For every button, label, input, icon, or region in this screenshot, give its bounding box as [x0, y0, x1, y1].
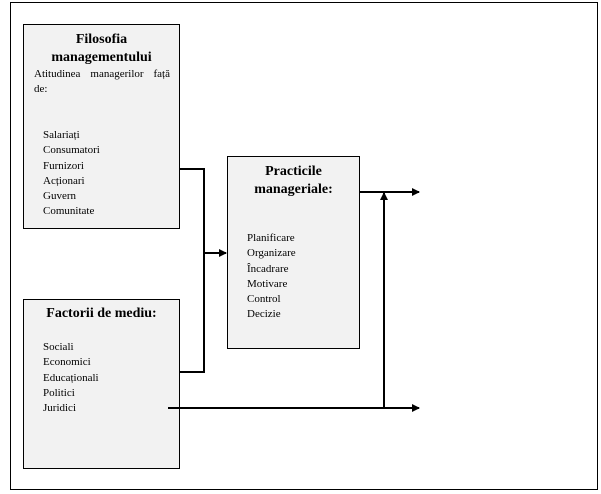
list-item: Economici — [43, 356, 91, 369]
filosofia-title: Filosofia managementului — [24, 31, 179, 67]
list-item: Motivare — [247, 277, 288, 290]
practicile-title-line2: manageriale: — [254, 182, 333, 197]
list-item: Planificare — [247, 232, 295, 244]
list-item: Guvern — [43, 190, 76, 203]
factori-list: Sociali Economici Educaționali Politici … — [43, 340, 99, 416]
factori-connector — [180, 253, 205, 373]
filosofia-title-line1: Filosofia — [75, 32, 128, 47]
filosofia-subtitle: Atitudinea managerilor față de: — [34, 68, 170, 95]
filosofia-connector — [180, 168, 205, 253]
practicile-title-line1: Practicile — [265, 164, 322, 179]
practicile-manageriale-box: Practicile manageriale: Planificare Orga… — [227, 156, 360, 349]
list-item: Comunitate — [43, 205, 95, 218]
filosofia-title-line2: managementului — [51, 50, 152, 65]
factorii-de-mediu-box: Factorii de mediu: Sociali Economici Edu… — [23, 299, 180, 469]
practicile-list: Planificare Organizare Încadrare Motivar… — [247, 231, 296, 323]
practicile-title: Practicile manageriale: — [228, 163, 359, 199]
filosofia-list: Salariați Consumatori Furnizori Acționar… — [43, 128, 100, 220]
list-item: Control — [247, 293, 281, 306]
list-item: Încadrare — [247, 262, 289, 275]
list-item: Decizie — [247, 308, 281, 321]
list-item: Salariați — [43, 129, 80, 141]
diagram-frame — [10, 2, 598, 490]
filosofia-managementului-box: Filosofia managementului Atitudinea mana… — [23, 24, 180, 229]
list-item: Juridici — [43, 402, 76, 415]
list-item: Furnizori — [43, 159, 84, 172]
factori-title: Factorii de mediu: — [46, 306, 157, 321]
list-item: Sociali — [43, 341, 74, 353]
list-item: Organizare — [247, 247, 296, 260]
list-item: Politici — [43, 386, 75, 399]
list-item: Consumatori — [43, 144, 100, 157]
list-item: Educaționali — [43, 371, 99, 384]
list-item: Acționari — [43, 174, 85, 187]
